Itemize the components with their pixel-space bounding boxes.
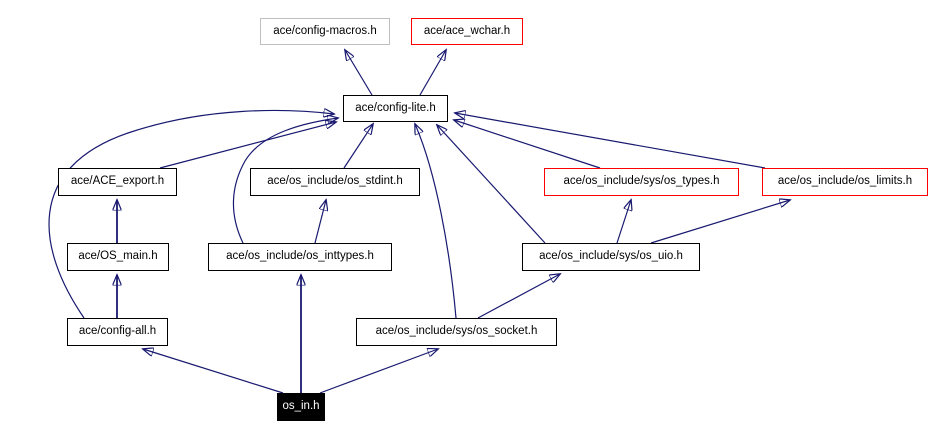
node-config-macros[interactable]: ace/config-macros.h: [260, 18, 390, 45]
edge-os-inttypes-to-os-stdint: [314, 200, 326, 244]
node-os-types[interactable]: ace/os_include/sys/os_types.h: [544, 168, 739, 196]
edge-os-in-to-os-socket: [319, 349, 438, 394]
node-ace-wchar[interactable]: ace/ace_wchar.h: [411, 18, 523, 45]
node-os-stdint[interactable]: ace/os_include/os_stdint.h: [250, 168, 420, 196]
edge-config-lite-to-config-macros: [345, 50, 373, 96]
edge-os-types-to-config-lite: [454, 120, 601, 169]
edge-os-socket-to-config-lite: [415, 124, 457, 319]
edge-os-uio-to-os-types: [616, 200, 631, 244]
node-config-all[interactable]: ace/config-all.h: [67, 318, 168, 346]
edge-config-all-to-config-lite: [48, 110, 334, 319]
edge-os-uio-to-os-limits: [650, 200, 790, 244]
node-os-inttypes[interactable]: ace/os_include/os_inttypes.h: [208, 243, 392, 271]
edge-os-limits-to-config-lite: [455, 113, 766, 169]
node-os-socket[interactable]: ace/os_include/sys/os_socket.h: [356, 318, 557, 346]
edge-os-stdint-to-config-lite: [343, 124, 373, 169]
node-os-uio[interactable]: ace/os_include/sys/os_uio.h: [522, 243, 700, 271]
edge-os-in-to-config-all: [143, 349, 284, 394]
node-config-lite[interactable]: ace/config-lite.h: [343, 95, 448, 122]
edge-os-inttypes-to-config-lite: [232, 118, 338, 244]
edge-ace-export-to-config-lite: [159, 122, 336, 169]
edge-os-socket-to-os-uio: [477, 274, 560, 319]
node-os-limits[interactable]: ace/os_include/os_limits.h: [762, 168, 928, 196]
node-os-in-root: os_in.h: [277, 393, 325, 421]
edge-config-lite-to-ace-wchar: [419, 50, 446, 96]
node-ace-export[interactable]: ace/ACE_export.h: [58, 168, 177, 196]
node-os-main[interactable]: ace/OS_main.h: [67, 243, 169, 271]
edge-os-uio-to-config-lite: [437, 125, 546, 244]
